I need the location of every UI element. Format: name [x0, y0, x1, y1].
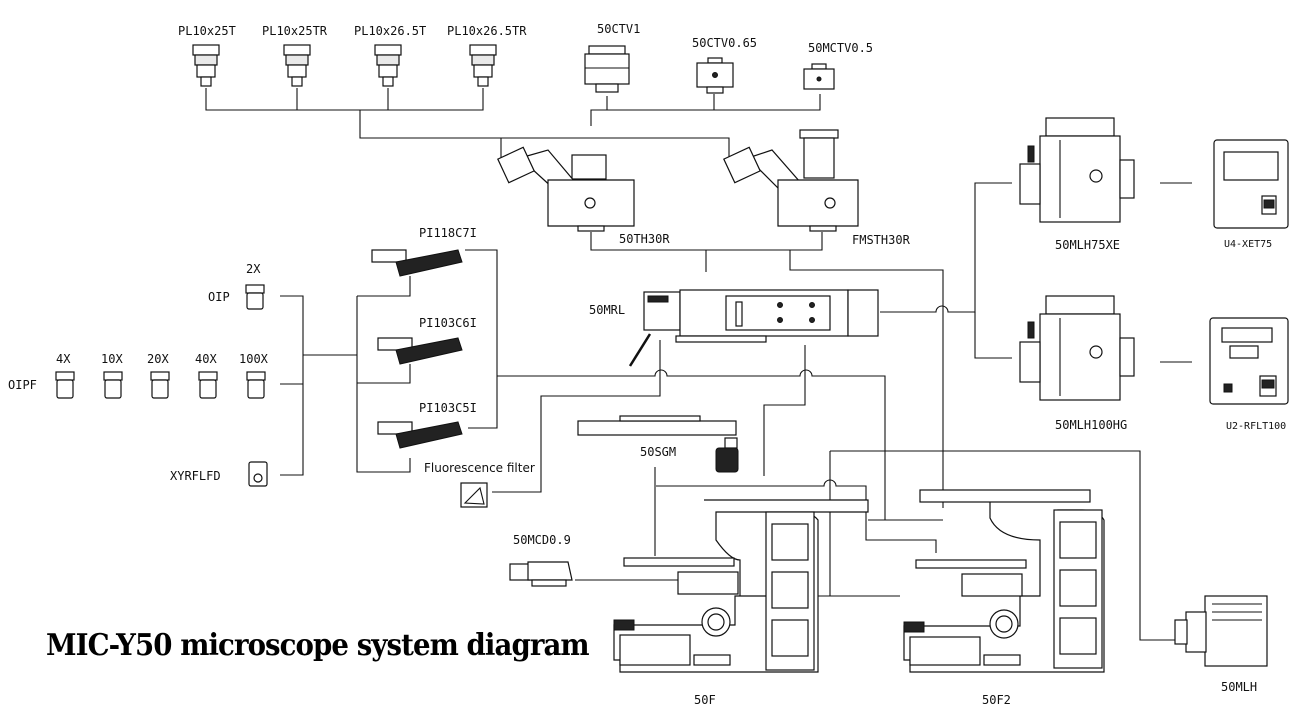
camera-adapter-label: 50MCTV0.5 — [808, 41, 874, 55]
filter-cube-label: PI103C5I — [419, 401, 477, 415]
power-supply-icon — [1213, 139, 1289, 229]
objective-mag-label: 10X — [101, 352, 123, 366]
fluorescence-filter-label: Fluorescence filter — [424, 461, 535, 475]
reflected-illuminator-icon — [628, 289, 879, 367]
objective-group-label: OIPF — [8, 378, 37, 392]
stand-label: 50F2 — [982, 693, 1011, 707]
objective-mag-label: 40X — [195, 352, 217, 366]
head-label: FMSTH30R — [852, 233, 910, 247]
camera-adapter-icon — [584, 45, 630, 93]
eyepiece-row — [192, 44, 497, 87]
eyepiece-icon — [192, 44, 220, 87]
lamp-house-label: 50MLH75XE — [1055, 238, 1121, 252]
microscope-stand-icon — [903, 489, 1105, 673]
objective-mag-label: 4X — [56, 352, 71, 366]
trinocular-head-icon — [723, 129, 859, 232]
eyepiece-label: PL10x25T — [178, 24, 236, 38]
objective-mag-label: 20X — [147, 352, 169, 366]
filter-cube-label: PI103C6I — [419, 316, 477, 330]
lamp-house-label: 50MLH — [1221, 680, 1258, 694]
head-label: 50TH30R — [619, 232, 670, 246]
camera-adapter-label: 50CTV0.65 — [692, 36, 758, 50]
objective-icon — [198, 371, 218, 399]
eyepiece-icon — [283, 44, 311, 87]
camera-adapter-icon — [803, 63, 835, 90]
lamp-house-icon — [1019, 295, 1135, 401]
objective-group-label: XYRFLFD — [170, 469, 221, 483]
objective-icon — [150, 371, 170, 399]
objective-icon — [103, 371, 123, 399]
objective-icon — [248, 461, 268, 487]
stand-label: 50F — [694, 693, 716, 707]
eyepiece-label: PL10x26.5TR — [447, 24, 527, 38]
filter-cube-label: PI118C7I — [419, 226, 477, 240]
power-supply-label: U2-RFLT100 — [1226, 421, 1287, 432]
lamp-house-icon — [1174, 595, 1268, 667]
eyepiece-label: PL10x26.5T — [354, 24, 427, 38]
camera-adapter-label: 50CTV1 — [597, 22, 641, 36]
eyepiece-label: PL10x25TR — [262, 24, 328, 38]
filter-cube-icon — [377, 421, 463, 449]
filter-cube-icon — [377, 337, 463, 365]
camera-adapter-icon — [696, 57, 734, 94]
lamp-house-label: 50MLH100HG — [1055, 418, 1128, 432]
stage-icon — [577, 415, 739, 473]
condenser-icon — [509, 561, 573, 587]
power-supply-icon — [1209, 317, 1289, 405]
power-supply-label: U4-XET75 — [1224, 239, 1273, 250]
lamp-house-icon — [1019, 117, 1135, 223]
eyepiece-icon — [374, 44, 402, 87]
trinocular-head-icon — [497, 146, 635, 232]
fluorescence-filter-icon — [460, 482, 488, 508]
eyepiece-icon — [469, 44, 497, 87]
connector-lines — [205, 88, 1192, 641]
objective-icon — [245, 284, 265, 310]
objective-icon — [55, 371, 75, 399]
diagram-title: MIC-Y50 microscope system diagram — [46, 628, 590, 663]
filter-cube-icon — [371, 249, 463, 277]
stage-label: 50SGM — [640, 445, 677, 459]
illuminator-label: 50MRL — [589, 303, 626, 317]
objective-group-label: OIP — [208, 290, 230, 304]
objective-mag-label: 100X — [239, 352, 268, 366]
objective-icon — [246, 371, 266, 399]
condenser-label: 50MCD0.9 — [513, 533, 571, 547]
microscope-stand-icon — [613, 499, 869, 673]
objective-mag-label: 2X — [246, 262, 261, 276]
